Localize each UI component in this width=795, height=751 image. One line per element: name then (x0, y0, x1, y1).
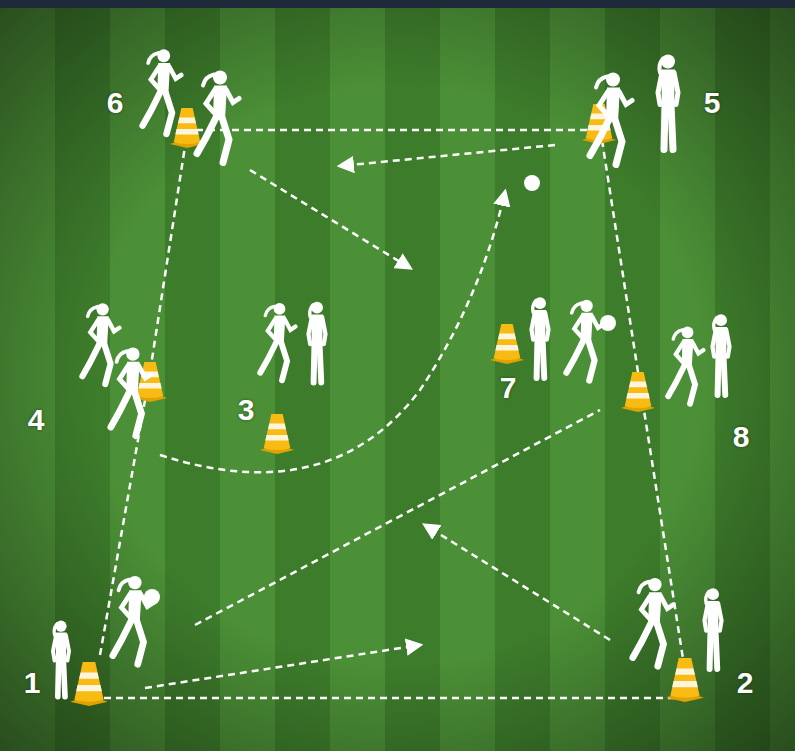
player (197, 71, 239, 163)
player (532, 297, 549, 378)
perimeter-line (92, 697, 686, 700)
cone (621, 372, 655, 412)
perimeter-line (196, 129, 592, 132)
player (590, 73, 632, 165)
player (260, 303, 295, 380)
top-bar (0, 0, 795, 8)
player (658, 55, 678, 150)
player (143, 49, 182, 134)
callout-number: 2 (737, 668, 754, 698)
cone (70, 662, 108, 706)
dashed-paths (92, 130, 686, 698)
player (53, 621, 69, 697)
callout-number: 4 (28, 405, 45, 435)
player (668, 327, 703, 404)
cones (70, 104, 704, 706)
player (309, 302, 326, 383)
ball (600, 315, 616, 331)
player (82, 303, 119, 384)
callout-number: 5 (704, 88, 721, 118)
players (53, 49, 730, 696)
perimeter-line (100, 140, 186, 655)
player (111, 347, 151, 435)
ball (524, 175, 540, 191)
pass-line (195, 410, 600, 625)
callout-number: 7 (500, 373, 517, 403)
cone (666, 658, 704, 702)
pass-arrow (145, 645, 420, 688)
cone (260, 414, 294, 454)
run-arrow (250, 170, 410, 268)
callout-number: 3 (238, 395, 255, 425)
callout-number: 8 (733, 422, 750, 452)
cone (490, 324, 524, 364)
callout-number: 1 (24, 668, 41, 698)
ball (144, 589, 160, 605)
player (705, 588, 722, 669)
player (113, 576, 153, 664)
player (713, 314, 730, 395)
callout-number: 6 (107, 88, 124, 118)
run-arrow (425, 525, 610, 640)
pass-arrow (160, 192, 505, 472)
player (566, 300, 603, 381)
pass-arrow (340, 145, 555, 166)
player (633, 578, 673, 666)
